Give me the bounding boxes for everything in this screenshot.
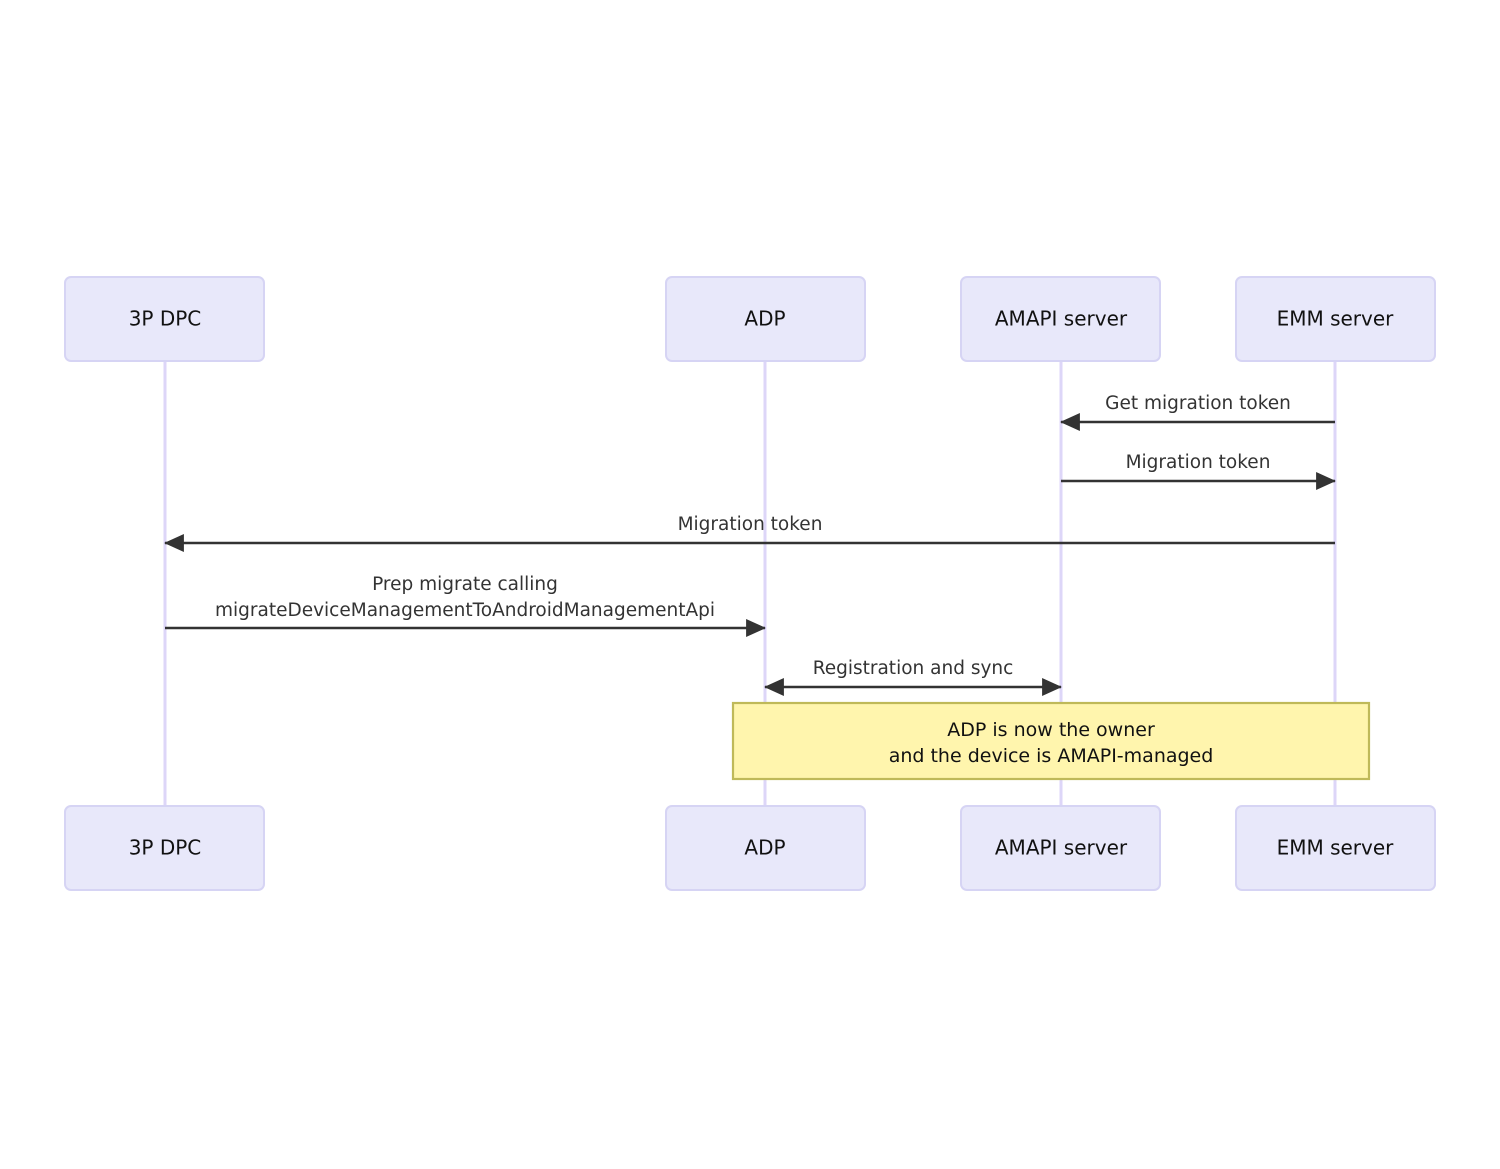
message-label: Registration and sync [813, 658, 1014, 679]
note-box [731, 701, 1371, 781]
message-label: Get migration token [1105, 393, 1291, 414]
notes-layer: ADP is now the owner and the device is AM… [731, 701, 1371, 781]
message-label: migrateDeviceManagementToAndroidManageme… [215, 600, 715, 621]
message-m1: Get migration token [1060, 393, 1335, 431]
message-m4: Prep migrate calling migrateDeviceManagem… [165, 574, 766, 637]
participant-adp-bottom[interactable]: ADP [665, 805, 866, 891]
note-note1: ADP is now the owner and the device is AM… [731, 701, 1371, 781]
participant-dpc-top[interactable]: 3P DPC [64, 276, 265, 362]
participant-label: AMAPI server [995, 307, 1128, 331]
participant-emm-bottom[interactable]: EMM server [1235, 805, 1436, 891]
message-label: Prep migrate calling [372, 574, 558, 595]
message-m5: Registration and sync [764, 658, 1062, 696]
participant-dpc-bottom[interactable]: 3P DPC [64, 805, 265, 891]
participant-box [64, 276, 265, 362]
note-text-line: ADP is now the owner [947, 719, 1155, 741]
participant-label: AMAPI server [995, 836, 1128, 860]
note-text-line: and the device is AMAPI-managed [889, 745, 1214, 767]
message-label: Migration token [678, 514, 823, 535]
participant-box [1235, 805, 1436, 891]
participant-box [1235, 276, 1436, 362]
participant-amapi-bottom[interactable]: AMAPI server [960, 805, 1161, 891]
participant-emm-top[interactable]: EMM server [1235, 276, 1436, 362]
participant-label: ADP [744, 836, 785, 860]
participant-box [960, 805, 1161, 891]
participant-box [665, 805, 866, 891]
message-m2: Migration token [1061, 452, 1336, 490]
participant-box [665, 276, 866, 362]
message-label: Migration token [1126, 452, 1271, 473]
participant-box [960, 276, 1161, 362]
participant-box [64, 805, 265, 891]
participant-label: ADP [744, 307, 785, 331]
participant-label: 3P DPC [129, 307, 202, 331]
participant-adp-top[interactable]: ADP [665, 276, 866, 362]
message-m3: Migration token [164, 514, 1335, 552]
participant-label: 3P DPC [129, 836, 202, 860]
participant-amapi-top[interactable]: AMAPI server [960, 276, 1161, 362]
participant-label: EMM server [1277, 836, 1395, 860]
participant-label: EMM server [1277, 307, 1395, 331]
